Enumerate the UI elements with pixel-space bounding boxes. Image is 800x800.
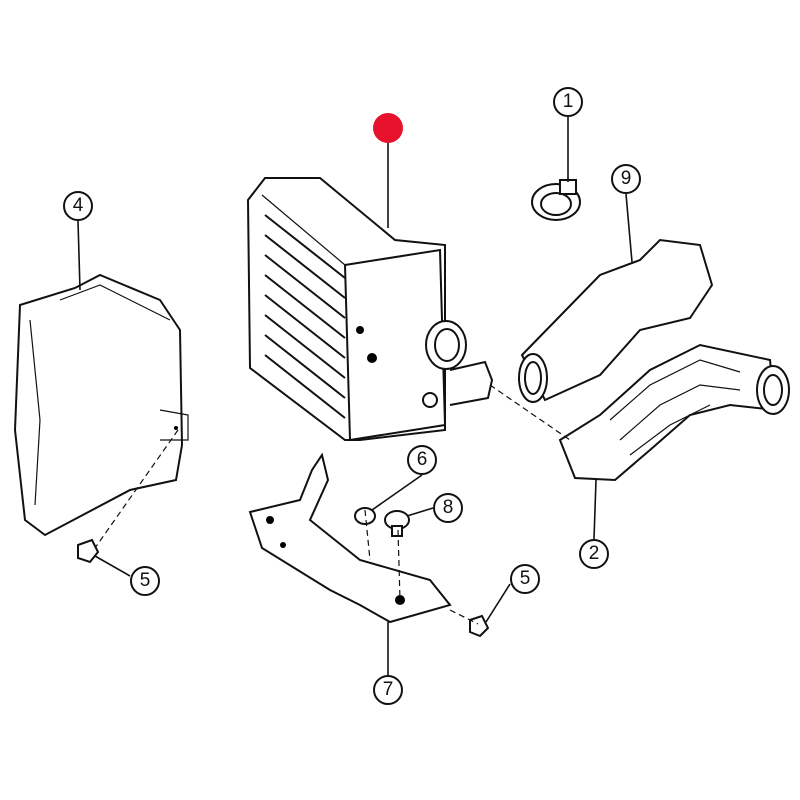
callout-9[interactable]: 9 xyxy=(611,164,641,194)
callout-1[interactable]: 1 xyxy=(553,87,583,117)
callout-7[interactable]: 7 xyxy=(373,675,403,705)
callout-8[interactable]: 8 xyxy=(433,493,463,523)
bracket[interactable] xyxy=(248,452,452,624)
highlight-marker[interactable] xyxy=(373,113,403,143)
callout-2[interactable]: 2 xyxy=(579,539,609,569)
air-duct-shroud[interactable] xyxy=(13,273,189,537)
lower-hose[interactable] xyxy=(558,343,790,482)
bolt-right[interactable] xyxy=(469,614,490,638)
callout-6[interactable]: 6 xyxy=(407,445,437,475)
upper-hose[interactable] xyxy=(518,238,714,403)
callout-5-right[interactable]: 5 xyxy=(510,564,540,594)
intercooler[interactable] xyxy=(246,177,494,442)
grommet-bolt[interactable] xyxy=(384,510,410,537)
callout-5-left[interactable]: 5 xyxy=(130,566,160,596)
callout-4[interactable]: 4 xyxy=(63,191,93,221)
hose-clamp[interactable] xyxy=(531,179,581,221)
bolt-left[interactable] xyxy=(77,538,100,564)
